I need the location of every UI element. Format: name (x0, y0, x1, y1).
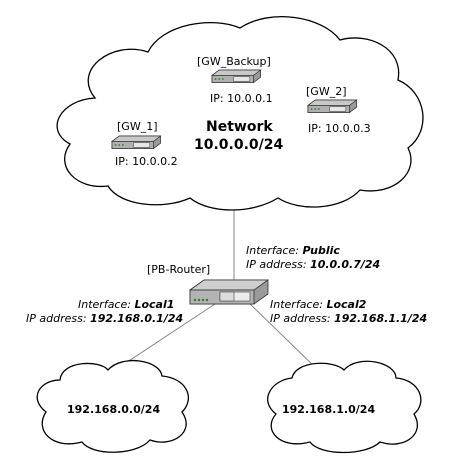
network-title: Network (206, 119, 273, 135)
subnet-cloud-left (36, 360, 190, 453)
gw-2-device-icon (307, 99, 358, 114)
subnet-left-address: 192.168.0.0/24 (67, 403, 161, 416)
public-ip-value: 10.0.0.7/24 (310, 258, 381, 271)
local1-interface-line: Interface: Local1 (78, 298, 174, 311)
router-name: [PB-Router] (147, 263, 211, 276)
local2-interface-value: Local2 (326, 298, 367, 311)
local1-interface-label: Interface: (78, 298, 131, 311)
gw-backup-ip: IP: 10.0.0.1 (210, 92, 273, 105)
local1-ip-value: 192.168.0.1/24 (90, 312, 184, 325)
public-interface-line: Interface: Public (246, 244, 340, 257)
local1-ip-label: IP address: (26, 312, 87, 325)
network-cloud (56, 16, 424, 211)
public-ip-label: IP address: (246, 258, 307, 271)
local2-ip-value: 192.168.1.1/24 (334, 312, 428, 325)
public-interface-label: Interface: (246, 244, 299, 257)
public-ip-line: IP address: 10.0.0.7/24 (246, 258, 380, 271)
network-address: 10.0.0.0/24 (194, 137, 284, 153)
local2-ip-line: IP address: 192.168.1.1/24 (270, 312, 427, 325)
gw-2-name: [GW_2] (306, 85, 347, 98)
subnet-cloud-right (267, 360, 422, 454)
local1-ip-line: IP address: 192.168.0.1/24 (26, 312, 183, 325)
gw-1-name: [GW_1] (117, 120, 158, 133)
gw-backup-device-icon (211, 69, 262, 84)
gw-1-ip: IP: 10.0.0.2 (115, 155, 178, 168)
local2-interface-label: Interface: (270, 298, 323, 311)
gw-2-ip: IP: 10.0.0.3 (308, 122, 371, 135)
local2-ip-label: IP address: (270, 312, 331, 325)
local2-interface-line: Interface: Local2 (270, 298, 366, 311)
gw-1-device-icon (111, 135, 162, 150)
public-interface-value: Public (302, 244, 340, 257)
gw-backup-name: [GW_Backup] (197, 55, 271, 68)
pb-router-device-icon (188, 279, 270, 305)
subnet-right-address: 192.168.1.0/24 (282, 403, 376, 416)
local2-line (247, 301, 321, 373)
local1-interface-value: Local1 (134, 298, 175, 311)
